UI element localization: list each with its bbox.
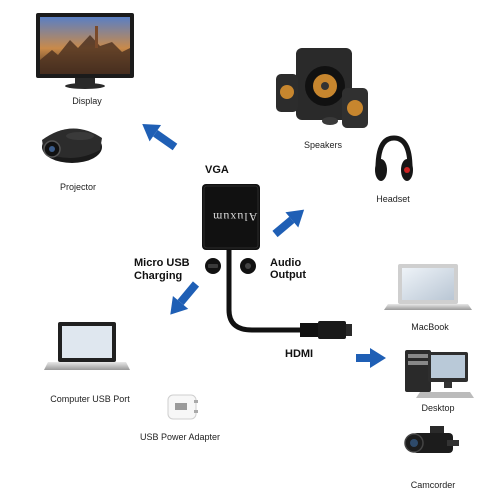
macbook-icon [384,264,472,310]
adapter-cable [226,250,300,333]
desktop-label: Desktop [421,403,455,413]
hdmi-connector [300,321,352,339]
desktop-icon [405,350,474,398]
display-label: Display [72,96,102,106]
hdmi-label: HDMI [285,348,314,360]
usb-power-adapter-label: USB Power Adapter [139,432,221,442]
arrow-micro-usb [170,281,200,315]
micro-usb-port [205,258,221,274]
vga-label: VGA [205,164,229,176]
audio-output-label-line1: Audio [270,257,302,269]
arrow-vga [142,124,178,151]
micro-usb-label-line1: Micro USB [134,257,190,269]
camcorder-icon [404,426,459,453]
arrow-hdmi [356,348,386,368]
display-icon [36,13,134,89]
projector-icon [42,128,102,163]
macbook-label: MacBook [411,322,449,332]
speakers-label: Speakers [303,140,343,150]
audio-output-label-line2: Output [270,269,307,281]
camcorder-label: Camcorder [410,480,456,490]
speakers-icon [276,48,368,128]
arrow-audio [272,209,305,238]
projector-label: Projector [59,182,97,192]
adapter-device [202,184,260,250]
audio-output-jack [240,258,256,274]
computer-usb-port-label: Computer USB Port [50,394,130,404]
usb-power-adapter-icon [167,394,198,420]
brand-label: Aluxum [212,210,258,224]
headset-icon [375,135,413,181]
computer-usb-port-icon [44,322,130,370]
headset-label: Headset [376,194,410,204]
micro-usb-label-line2: Charging [134,270,183,282]
